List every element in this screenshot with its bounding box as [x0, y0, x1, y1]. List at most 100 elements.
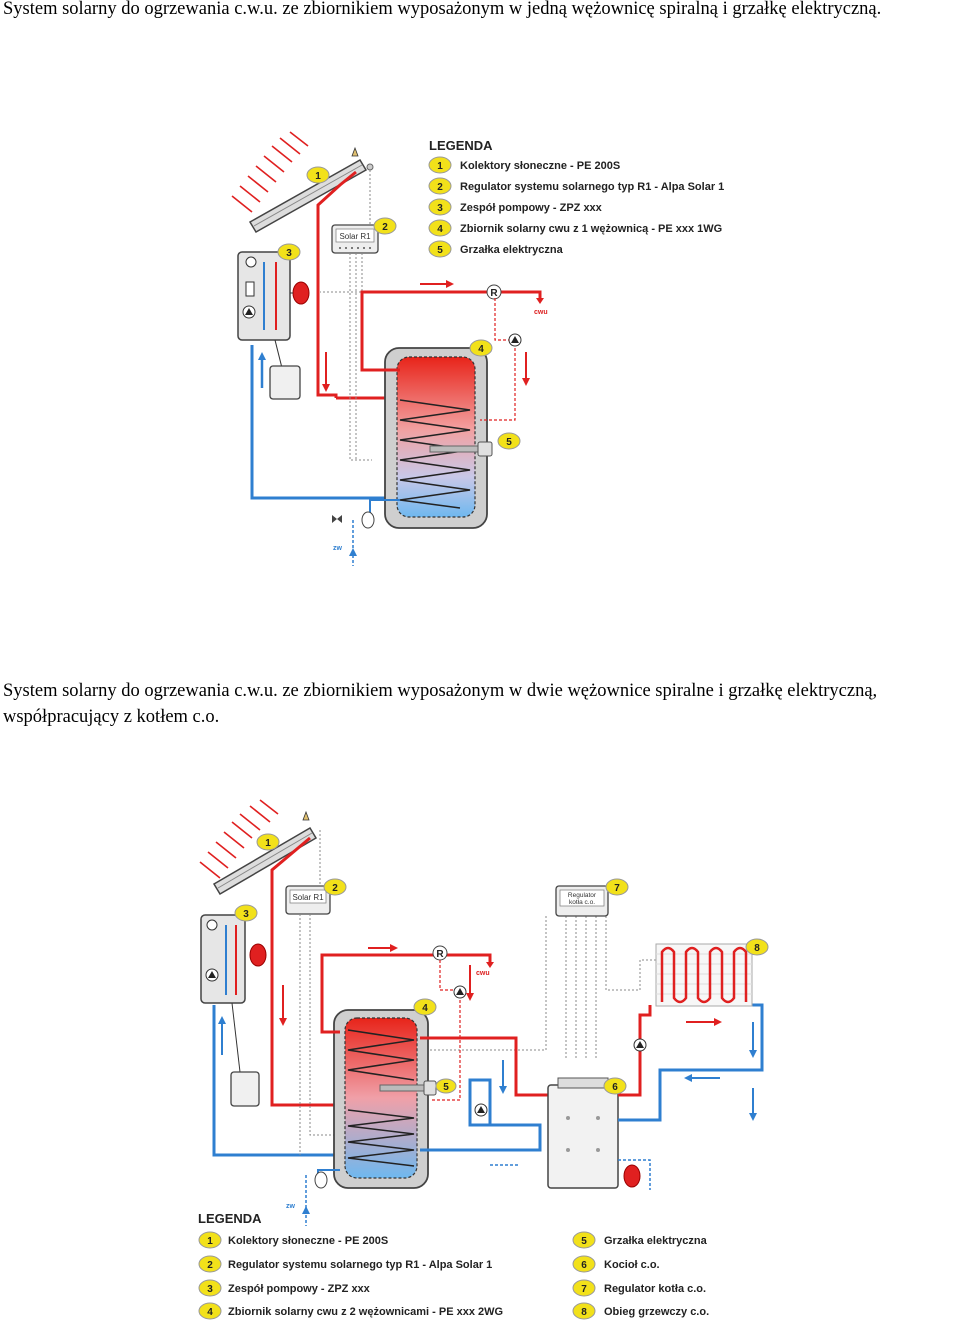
- cold-water-inlet: [332, 511, 375, 566]
- legend-text: Zespół pompowy - ZPZ xxx: [228, 1283, 371, 1295]
- control-wires: [320, 170, 372, 461]
- boiler-controller: Regulator kotła c.o.: [555, 885, 609, 917]
- controller-label: Solar R1: [339, 232, 371, 241]
- label-r: R: [436, 949, 444, 960]
- pump-group: [200, 914, 246, 1004]
- caption-diagram-2: System solarny do ogrzewania c.w.u. ze z…: [3, 681, 878, 701]
- glycol-canister: [269, 365, 301, 400]
- svg-text:2: 2: [437, 182, 443, 193]
- legend-title: LEGENDA: [198, 1211, 262, 1226]
- expansion-vessel: [292, 281, 310, 305]
- legend-text: Kolektory słoneczne - PE 200S: [228, 1235, 388, 1247]
- electric-heater: [379, 1084, 427, 1092]
- label-r: R: [490, 288, 498, 299]
- badge-2: 2: [373, 217, 397, 235]
- arrow-up-icon: [258, 352, 266, 360]
- badge-8: 8: [745, 938, 769, 956]
- label-cwu: cwu: [534, 309, 548, 316]
- legend-text: Obieg grzewczy c.o.: [604, 1306, 709, 1318]
- svg-text:1: 1: [265, 838, 271, 849]
- cold-water-inlet: [302, 1171, 328, 1226]
- boiler-controller-label: kotła c.o.: [569, 899, 595, 906]
- legend-row: 2 Regulator systemu solarnego typ R1 - Al…: [428, 177, 724, 195]
- svg-text:6: 6: [612, 1082, 618, 1093]
- solar-tank: [333, 1009, 429, 1189]
- diagram-2: Solar R1 R cwu: [198, 799, 769, 1320]
- electric-heater: [429, 445, 481, 453]
- legend-row: 4 Zbiornik solarny cwu z 2 wężownicami - …: [198, 1302, 503, 1320]
- badge-3: 3: [234, 904, 258, 922]
- solar-tank: [384, 347, 488, 529]
- badge-6: 6: [603, 1077, 627, 1095]
- legend-row: 3 Zespół pompowy - ZPZ xxx: [198, 1279, 371, 1297]
- svg-text:7: 7: [581, 1284, 587, 1295]
- svg-text:8: 8: [581, 1307, 587, 1318]
- svg-text:4: 4: [207, 1307, 213, 1318]
- legend-row: 4 Zbiornik solarny cwu z 1 wężownicą - PE…: [428, 219, 722, 237]
- badge-4: 4: [469, 339, 493, 357]
- vent-valve-icon: [302, 810, 310, 821]
- air-vent-icon: [366, 163, 374, 171]
- svg-text:3: 3: [207, 1284, 213, 1295]
- svg-text:3: 3: [243, 909, 249, 920]
- legend-row: 1 Kolektory słoneczne - PE 200S: [198, 1231, 388, 1249]
- svg-text:5: 5: [581, 1236, 587, 1247]
- badge-4: 4: [413, 998, 437, 1016]
- heating-circuit: [655, 943, 753, 1007]
- legend-text: Kolektory słoneczne - PE 200S: [460, 160, 620, 172]
- legend-text: Regulator systemu solarnego typ R1 - Alp…: [460, 181, 724, 193]
- svg-text:4: 4: [422, 1003, 428, 1014]
- legend-1: LEGENDA 1 Kolektory słoneczne - PE 200S 2…: [428, 138, 724, 258]
- svg-text:8: 8: [754, 943, 760, 954]
- caption-diagram-1: System solarny do ogrzewania c.w.u. ze z…: [3, 0, 882, 19]
- svg-text:3: 3: [437, 203, 443, 214]
- vent-valve-icon: [351, 146, 359, 157]
- svg-text:5: 5: [437, 245, 443, 256]
- control-wires: [299, 830, 660, 1155]
- solar-controller: Solar R1: [285, 885, 331, 915]
- legend-row: 6 Kocioł c.o.: [572, 1255, 660, 1273]
- controller-label: Solar R1: [292, 893, 324, 902]
- badge-2: 2: [323, 878, 347, 896]
- legend-text: Regulator systemu solarnego typ R1 - Alp…: [228, 1259, 492, 1271]
- svg-text:7: 7: [614, 883, 620, 894]
- legend-text: Kocioł c.o.: [604, 1259, 660, 1271]
- legend-text: Zbiornik solarny cwu z 1 wężownicą - PE …: [460, 223, 722, 235]
- svg-text:5: 5: [443, 1082, 449, 1093]
- svg-text:4: 4: [437, 224, 443, 235]
- legend-row: 1 Kolektory słoneczne - PE 200S: [428, 156, 620, 174]
- sun-rays: [199, 799, 279, 879]
- solar-controller: Solar R1: [331, 224, 379, 254]
- solar-collector: [212, 826, 318, 896]
- badge-7: 7: [605, 878, 629, 896]
- legend-2: LEGENDA 1 Kolektory słoneczne - PE 200S 2…: [198, 1211, 709, 1320]
- boiler: [547, 1077, 619, 1189]
- caption-diagram-2-line-2: współpracujący z kotłem c.o.: [3, 707, 220, 727]
- svg-text:2: 2: [207, 1260, 213, 1271]
- badge-5: 5: [435, 1078, 457, 1094]
- svg-text:5: 5: [506, 437, 512, 448]
- label-cwu: cwu: [476, 970, 490, 977]
- svg-text:4: 4: [478, 344, 484, 355]
- badge-3: 3: [277, 243, 301, 261]
- arrow-down-icon: [322, 384, 330, 392]
- svg-text:2: 2: [382, 222, 388, 233]
- svg-text:1: 1: [315, 171, 321, 182]
- legend-text: Grzałka elektryczna: [460, 244, 564, 256]
- glycol-canister: [230, 1071, 260, 1107]
- label-zw: zw: [286, 1203, 296, 1210]
- svg-text:1: 1: [207, 1236, 213, 1247]
- legend-row: 2 Regulator systemu solarnego typ R1 - Al…: [198, 1255, 492, 1273]
- badge-1: 1: [306, 166, 330, 184]
- legend-text: Zespół pompowy - ZPZ xxx: [460, 202, 603, 214]
- svg-text:1: 1: [437, 161, 443, 172]
- expansion-vessel: [249, 943, 267, 967]
- legend-title: LEGENDA: [429, 138, 493, 153]
- expansion-vessel: [623, 1164, 641, 1188]
- svg-text:6: 6: [581, 1260, 587, 1271]
- svg-text:3: 3: [286, 248, 292, 259]
- legend-text: Zbiornik solarny cwu z 2 wężownicami - P…: [228, 1306, 503, 1318]
